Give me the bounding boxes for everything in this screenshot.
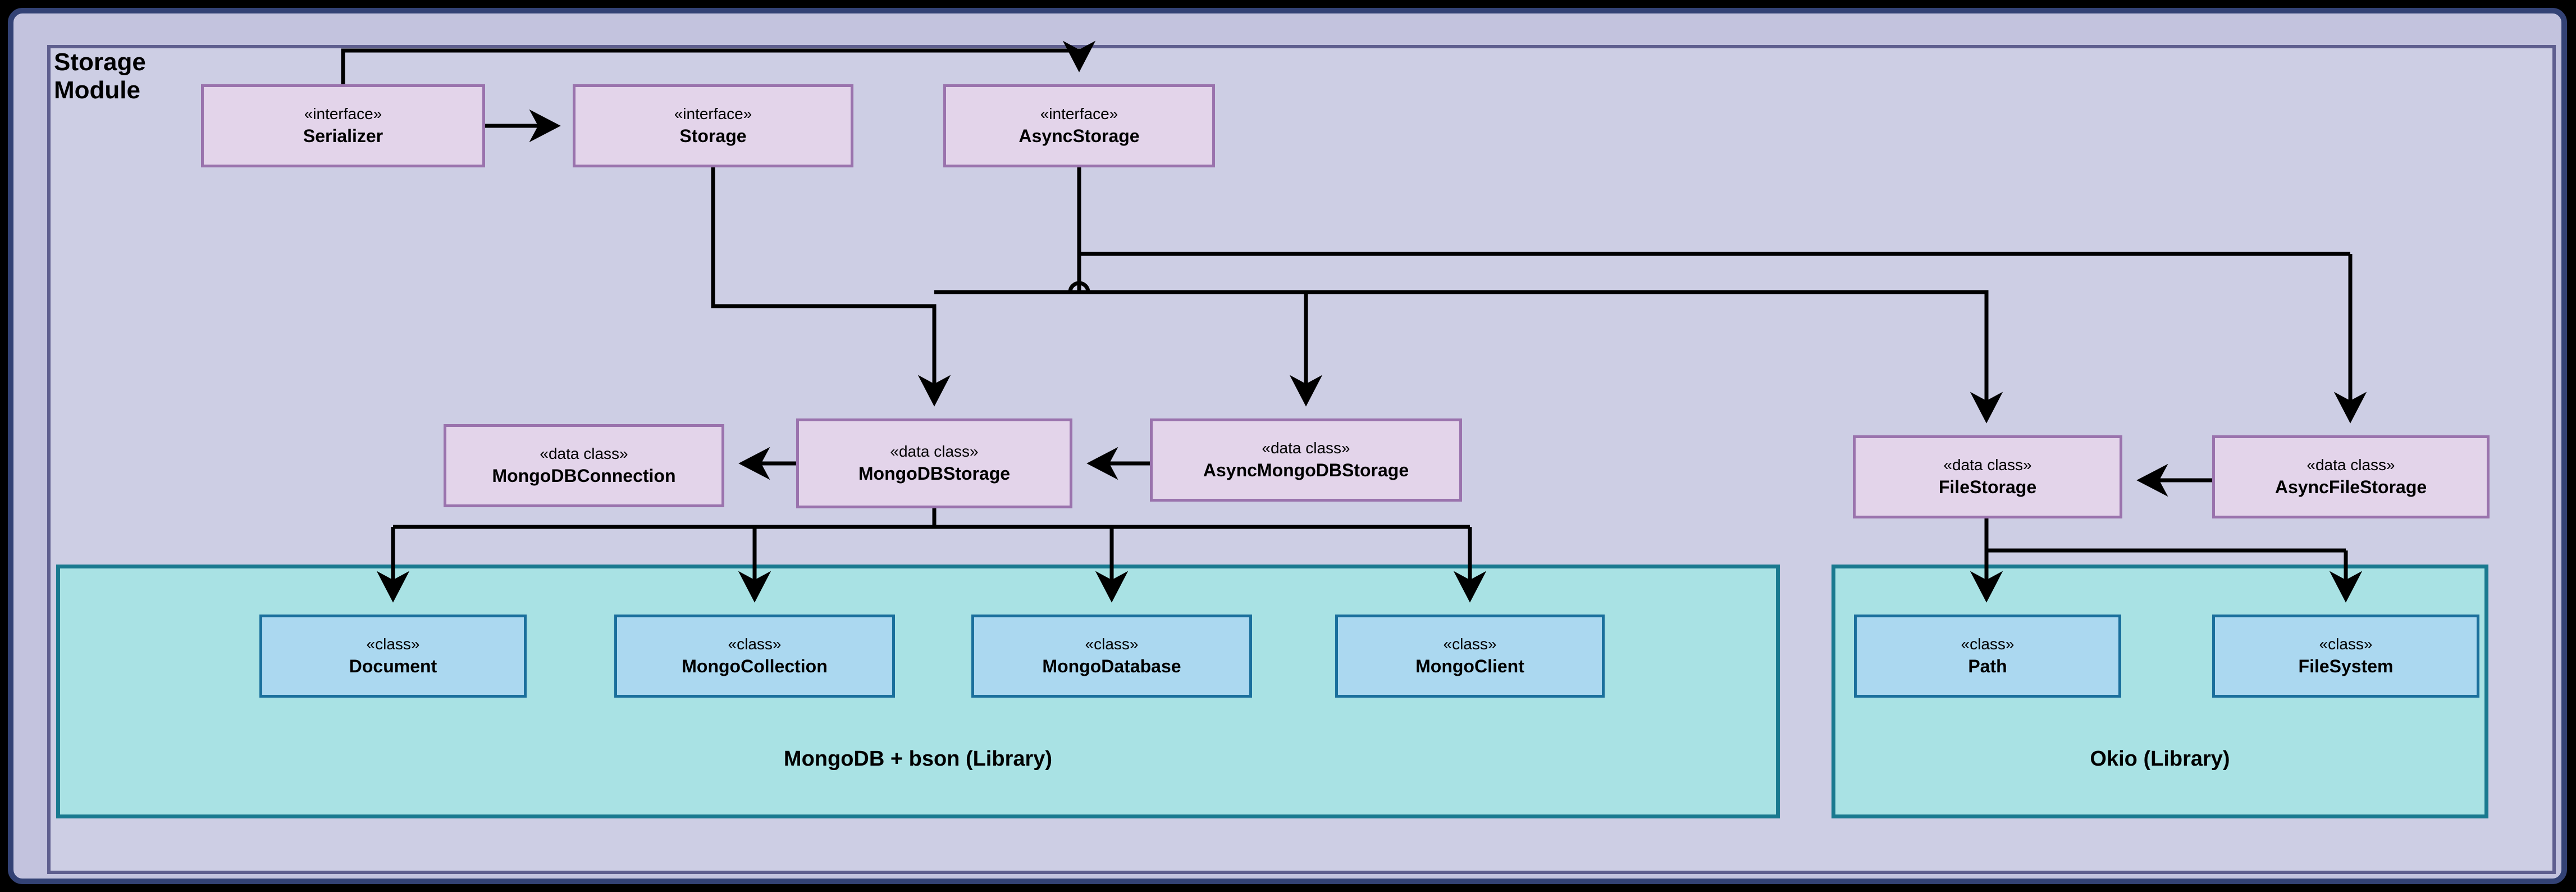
node-name-label: FileSystem	[2298, 656, 2394, 676]
node-name-label: AsyncStorage	[1018, 125, 1140, 146]
stereotype-label: «data class»	[540, 445, 628, 463]
stereotype-label: «class»	[1961, 635, 2015, 653]
node-name-label: MongoClient	[1415, 656, 1524, 676]
stereotype-label: «data class»	[2306, 456, 2395, 474]
node-name-label: Serializer	[303, 125, 383, 146]
node-name-label: Path	[1968, 656, 2007, 676]
node-name-label: MongoDBStorage	[858, 463, 1011, 484]
uml-node-document[interactable]: «class» Document	[259, 615, 527, 698]
node-name-label: Document	[349, 656, 437, 676]
uml-node-mongocollection[interactable]: «class» MongoCollection	[614, 615, 895, 698]
uml-node-filesystem[interactable]: «class» FileSystem	[2212, 615, 2479, 698]
storage-module-label: Storage Module	[54, 48, 146, 104]
node-name-label: AsyncFileStorage	[2274, 476, 2427, 497]
uml-node-mongodbstorage[interactable]: «data class» MongoDBStorage	[796, 418, 1072, 508]
stereotype-label: «class»	[366, 635, 420, 653]
stereotype-label: «data class»	[1262, 439, 1350, 457]
library-caption-okio: Okio (Library)	[2090, 747, 2230, 771]
uml-node-path[interactable]: «class» Path	[1854, 615, 2121, 698]
node-name-label: MongoDBConnection	[492, 465, 676, 486]
uml-node-mongodbconnection[interactable]: «data class» MongoDBConnection	[444, 424, 724, 507]
uml-node-filestorage[interactable]: «data class» FileStorage	[1853, 435, 2122, 518]
uml-node-asyncstorage[interactable]: «interface» AsyncStorage	[943, 84, 1215, 167]
stereotype-label: «class»	[1085, 635, 1139, 653]
node-name-label: MongoDatabase	[1042, 656, 1181, 676]
stereotype-label: «interface»	[1040, 105, 1118, 123]
uml-node-asyncmongodbstorage[interactable]: «data class» AsyncMongoDBStorage	[1150, 418, 1462, 502]
stereotype-label: «class»	[1443, 635, 1497, 653]
stereotype-label: «data class»	[890, 443, 979, 461]
stereotype-label: «interface»	[304, 105, 382, 123]
node-name-label: Storage	[679, 125, 747, 146]
stereotype-label: «class»	[728, 635, 782, 653]
node-name-label: FileStorage	[1938, 476, 2037, 497]
uml-node-asyncfilestorage[interactable]: «data class» AsyncFileStorage	[2212, 435, 2490, 518]
uml-node-serializer[interactable]: «interface» Serializer	[201, 84, 485, 167]
stereotype-label: «class»	[2319, 635, 2373, 653]
stereotype-label: «interface»	[674, 105, 752, 123]
uml-node-mongodatabase[interactable]: «class» MongoDatabase	[971, 615, 1252, 698]
stereotype-label: «data class»	[1943, 456, 2032, 474]
uml-node-storage[interactable]: «interface» Storage	[573, 84, 853, 167]
node-name-label: AsyncMongoDBStorage	[1203, 459, 1409, 480]
node-name-label: MongoCollection	[682, 656, 828, 676]
uml-node-mongoclient[interactable]: «class» MongoClient	[1335, 615, 1605, 698]
library-caption-mongodb: MongoDB + bson (Library)	[783, 747, 1053, 771]
